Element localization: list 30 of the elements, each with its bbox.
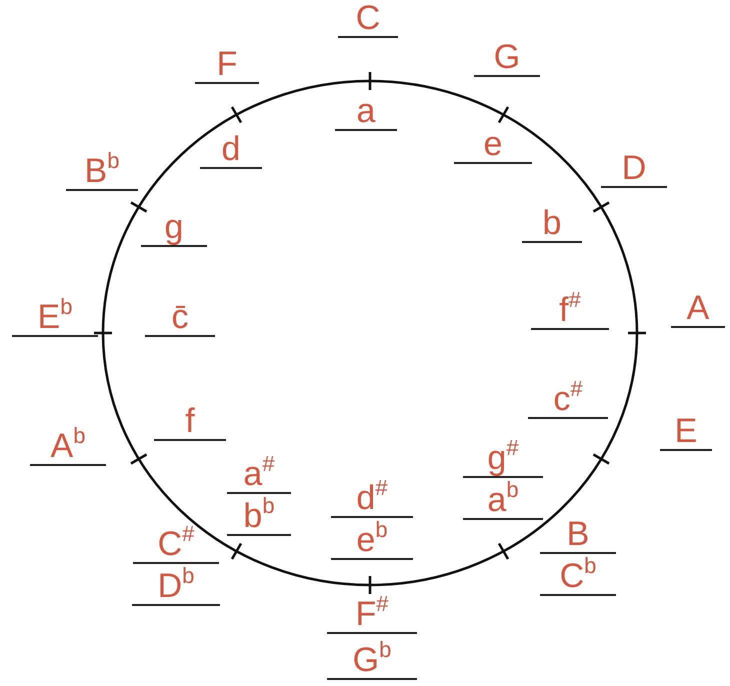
key-label: E$^{b}$: [12, 299, 98, 337]
key-label: F$^{#}$: [327, 596, 417, 634]
key-label: g$^{#}$: [463, 440, 543, 478]
key-label: g: [141, 209, 207, 247]
key-label: B: [540, 516, 616, 554]
key-label: D: [601, 150, 667, 188]
key-label: C$^{b}$: [540, 558, 616, 596]
key-label: C: [338, 0, 398, 38]
key-label: A$^{b}$: [30, 428, 106, 466]
key-label: b$^{b}$: [227, 498, 291, 536]
key-label: f: [154, 403, 226, 441]
key-label: E: [660, 413, 712, 451]
key-label: B$^{b}$: [66, 153, 138, 191]
key-label: A: [671, 290, 725, 328]
key-label: D$^{b}$: [132, 568, 220, 606]
key-label: e$^{b}$: [331, 522, 413, 560]
key-label: b: [522, 205, 582, 243]
key-label: d: [200, 131, 262, 169]
key-label: G: [474, 39, 540, 77]
key-label: C$^{#}$: [133, 526, 219, 564]
key-label: a$^{b}$: [463, 482, 543, 520]
key-label: G$^{b}$: [327, 642, 417, 680]
key-label: a$^{#}$: [227, 456, 291, 494]
key-label: F: [195, 46, 259, 84]
key-label: d$^{#}$: [331, 480, 413, 518]
key-label: c$^{#}$: [528, 381, 608, 419]
key-label: c̄: [145, 299, 215, 337]
key-label: a: [335, 93, 397, 131]
key-label: e: [454, 126, 532, 164]
key-label: f$^{#}$: [531, 292, 609, 330]
